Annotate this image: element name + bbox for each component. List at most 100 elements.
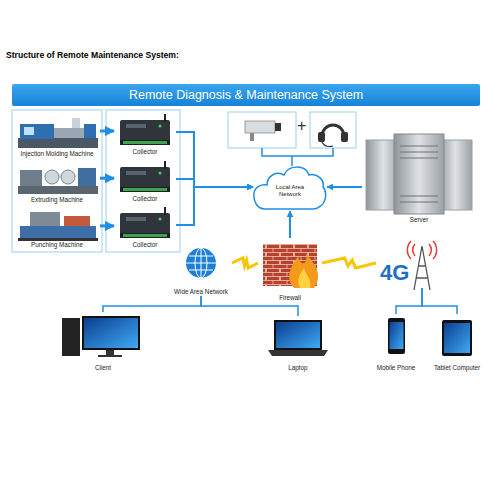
headset-box xyxy=(322,142,333,147)
laptop-icon xyxy=(276,322,320,348)
injection-molding-illustration xyxy=(18,118,98,148)
machine-panel xyxy=(12,110,102,252)
system-banner: Remote Diagnosis & Maintenance System xyxy=(12,84,480,106)
cell-tower xyxy=(414,246,430,290)
connector xyxy=(176,187,253,225)
collector-device xyxy=(120,167,170,191)
collector-device xyxy=(120,187,170,192)
collector-device xyxy=(126,217,146,221)
collector-device xyxy=(164,161,166,169)
headset-box xyxy=(322,125,344,136)
collector-device xyxy=(120,233,170,238)
collector-device xyxy=(126,171,146,175)
collector-device xyxy=(120,140,170,145)
desktop-computer xyxy=(62,318,80,356)
cloud-outline xyxy=(254,167,326,209)
punching-illustration xyxy=(30,212,60,226)
firewall-illustration xyxy=(298,268,310,288)
extruding-illustration xyxy=(45,170,59,184)
extruding-illustration xyxy=(18,186,98,194)
connector xyxy=(103,296,201,312)
headset-box xyxy=(341,132,348,142)
node-label: Tablet Computer xyxy=(434,365,480,372)
collector-device xyxy=(123,234,167,237)
globe-icon xyxy=(186,248,216,278)
node-label: Remote Diagnosis & Maintenance System xyxy=(129,89,363,102)
extruding-illustration xyxy=(78,168,96,186)
support-wire xyxy=(262,148,333,166)
phone-node: Mobile Phone xyxy=(370,314,422,372)
collector-device xyxy=(159,218,162,221)
firewall-illustration xyxy=(289,254,318,288)
node-label: Firewall xyxy=(279,295,301,302)
extruding-illustration xyxy=(61,170,75,184)
collector-device xyxy=(164,207,166,215)
headset-box xyxy=(310,112,356,148)
collector-node: Collector xyxy=(114,116,176,156)
node-label: Server xyxy=(410,217,429,224)
injection-molding-illustration xyxy=(18,138,98,148)
collector-device xyxy=(120,161,170,192)
node-label: Extruding Machine xyxy=(31,197,83,204)
phone-icon xyxy=(388,318,405,354)
machine-panel xyxy=(12,110,102,252)
connector xyxy=(396,288,422,314)
tablet-node: Tablet Computer xyxy=(428,314,486,372)
desktop-computer xyxy=(62,316,140,357)
machine-node: Injection Molding Machine xyxy=(14,113,100,158)
camera-box xyxy=(245,121,275,133)
firewall-illustration xyxy=(263,244,318,288)
injection-molding-illustration xyxy=(20,124,54,139)
collector-device xyxy=(120,213,170,237)
collector-device xyxy=(159,172,162,175)
client-node: Client xyxy=(60,312,146,372)
wan-node: Wide Area Network xyxy=(170,246,232,296)
collector-panel xyxy=(106,110,180,252)
collector-panel xyxy=(106,110,180,252)
cell-tower xyxy=(407,241,436,259)
connector xyxy=(100,130,114,133)
node-label: Collector xyxy=(133,242,158,249)
camera-box xyxy=(250,133,254,141)
cell-tower xyxy=(407,241,436,290)
headset-box xyxy=(310,112,356,148)
network-cloud: Local Area Network xyxy=(253,163,327,211)
collector-device xyxy=(126,124,146,128)
collector-device xyxy=(159,125,162,128)
globe-icon xyxy=(186,248,216,278)
injection-molding-illustration xyxy=(54,128,86,138)
collector-device xyxy=(120,207,170,238)
network-4g-node: 4G xyxy=(376,240,440,288)
collector-device xyxy=(164,114,166,122)
support-wire xyxy=(262,148,333,166)
punching-illustration xyxy=(18,238,98,241)
diagram-title: Structure of Remote Maintenance System: xyxy=(6,50,179,60)
connector xyxy=(289,211,291,238)
punching-illustration xyxy=(20,226,96,238)
tablet-icon xyxy=(444,323,470,353)
globe-icon xyxy=(186,248,216,278)
node-label: Laptop xyxy=(288,365,307,372)
connector xyxy=(327,186,362,188)
phone-icon xyxy=(390,322,404,349)
collector-device xyxy=(123,188,167,191)
node-label: Local Area Network xyxy=(270,184,310,198)
server-node: Server xyxy=(362,130,476,224)
node-label: 4G xyxy=(380,262,409,284)
collector-node: Collector xyxy=(114,209,176,249)
machine-node: Punching Machine xyxy=(14,207,100,249)
tablet-icon xyxy=(442,320,472,356)
desktop-computer xyxy=(82,316,140,350)
node-label: Punching Machine xyxy=(31,242,83,249)
camera-box xyxy=(228,112,296,148)
node-label: Injection Molding Machine xyxy=(21,151,94,158)
collector-device xyxy=(120,114,170,145)
node-label: Mobile Phone xyxy=(377,365,416,372)
lightning-link xyxy=(232,258,258,268)
tablet-icon xyxy=(442,320,472,356)
connector xyxy=(176,132,253,187)
punching-illustration xyxy=(18,212,98,241)
desktop-computer xyxy=(106,350,114,355)
server-illustration xyxy=(394,134,444,214)
